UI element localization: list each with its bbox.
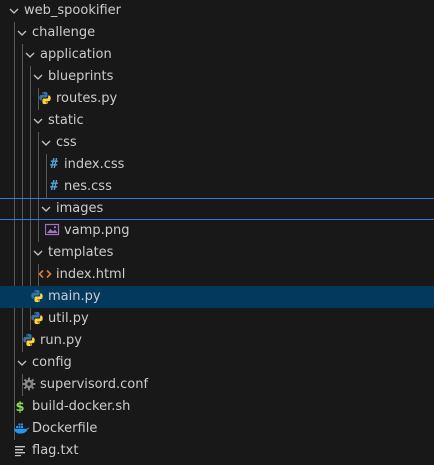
tree-file-main-py[interactable]: main.py: [0, 286, 434, 308]
chevron-down-icon[interactable]: [30, 66, 46, 88]
python-file-icon: [38, 91, 54, 107]
tree-file-dockerfile[interactable]: Dockerfile: [0, 418, 434, 440]
tree-item-label: blueprints: [48, 69, 114, 84]
chevron-down-icon[interactable]: [38, 132, 54, 154]
css-file-icon: #: [50, 179, 58, 194]
tree-file-index-html[interactable]: index.html: [0, 264, 434, 286]
chevron-down-icon[interactable]: [6, 0, 22, 22]
tree-item-label: nes.css: [64, 179, 112, 194]
python-file-icon: [30, 289, 46, 305]
tree-folder-images[interactable]: images: [0, 198, 434, 220]
tree-item-label: config: [32, 355, 72, 370]
tree-item-label: templates: [48, 245, 114, 260]
chevron-down-icon[interactable]: [30, 242, 46, 264]
chevron-down-icon[interactable]: [22, 44, 38, 66]
tree-item-label: images: [56, 201, 104, 216]
tree-folder-web-spookifier[interactable]: web_spookifier: [0, 0, 434, 22]
python-file-icon: [30, 311, 46, 327]
chevron-down-icon[interactable]: [38, 199, 54, 221]
tree-file-flag-txt[interactable]: flag.txt: [0, 440, 434, 462]
image-file-icon: [44, 223, 61, 239]
chevron-down-icon[interactable]: [30, 110, 46, 132]
tree-item-label: application: [40, 47, 112, 62]
text-file-icon: [14, 443, 30, 459]
tree-file-nes-css[interactable]: # nes.css: [0, 176, 434, 198]
tree-file-vamp-png[interactable]: vamp.png: [0, 220, 434, 242]
tree-file-util-py[interactable]: util.py: [0, 308, 434, 330]
tree-file-supervisord-conf[interactable]: supervisord.conf: [0, 374, 434, 396]
indent-guide: [14, 22, 15, 440]
tree-item-label: static: [48, 113, 84, 128]
indent-guide: [38, 264, 39, 286]
tree-item-label: build-docker.sh: [32, 399, 131, 414]
tree-file-build-docker-sh[interactable]: $ build-docker.sh: [0, 396, 434, 418]
tree-folder-css[interactable]: css: [0, 132, 434, 154]
tree-file-routes-py[interactable]: routes.py: [0, 88, 434, 110]
tree-item-label: Dockerfile: [32, 421, 98, 436]
indent-guide: [22, 374, 23, 396]
chevron-down-icon[interactable]: [14, 22, 30, 44]
tree-file-index-css[interactable]: # index.css: [0, 154, 434, 176]
tree-item-label: util.py: [48, 311, 89, 326]
tree-file-run-py[interactable]: run.py: [0, 330, 434, 352]
tree-item-label: challenge: [32, 25, 96, 40]
tree-folder-templates[interactable]: templates: [0, 242, 434, 264]
indent-guide: [38, 88, 39, 110]
tree-item-label: routes.py: [56, 91, 118, 106]
chevron-down-icon[interactable]: [14, 352, 30, 374]
indent-guide: [46, 154, 47, 198]
tree-item-label: css: [56, 135, 77, 150]
tree-folder-challenge[interactable]: challenge: [0, 22, 434, 44]
tree-item-label: run.py: [40, 333, 82, 348]
svg-text:$: $: [15, 400, 24, 413]
tree-item-label: web_spookifier: [24, 3, 121, 18]
docker-icon: [13, 421, 30, 437]
tree-item-label: vamp.png: [64, 223, 130, 238]
tree-item-label: flag.txt: [32, 443, 79, 458]
tree-folder-config[interactable]: config: [0, 352, 434, 374]
tree-item-label: supervisord.conf: [40, 377, 149, 392]
html-file-icon: [38, 267, 54, 283]
tree-item-label: index.css: [64, 157, 125, 172]
tree-folder-application[interactable]: application: [0, 44, 434, 66]
tree-folder-static[interactable]: static: [0, 110, 434, 132]
tree-item-label: main.py: [48, 289, 101, 304]
tree-folder-blueprints[interactable]: blueprints: [0, 66, 434, 88]
indent-guide: [38, 132, 39, 242]
shell-script-icon: $: [14, 399, 30, 415]
python-file-icon: [22, 333, 38, 349]
tree-item-label: index.html: [56, 267, 126, 282]
css-file-icon: #: [50, 157, 58, 172]
gear-icon: [22, 377, 38, 393]
